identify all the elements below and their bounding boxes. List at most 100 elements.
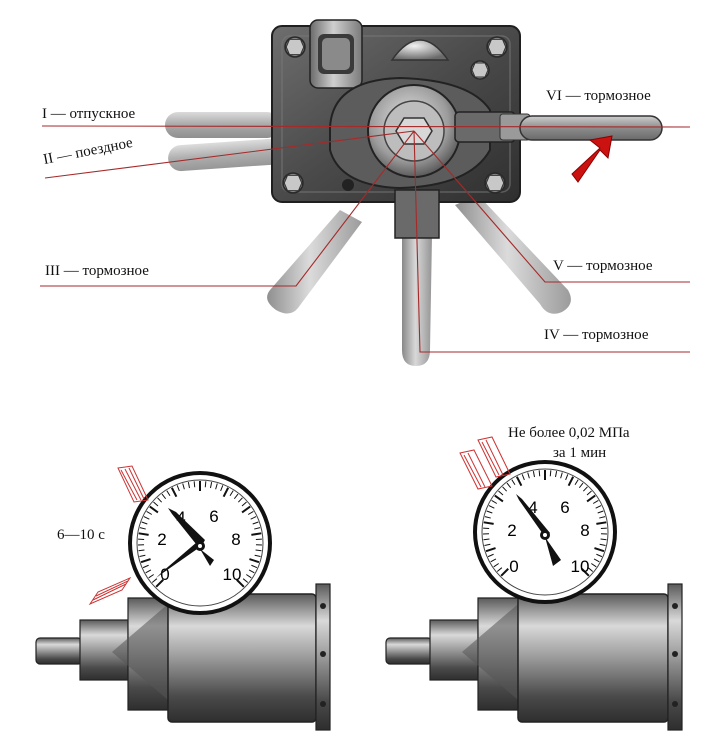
gauge-tick xyxy=(254,554,261,558)
gauge-tick xyxy=(155,579,164,588)
gauge-right-label-2: 2 xyxy=(507,521,516,540)
gauge-tick xyxy=(148,574,154,579)
gauge-tick xyxy=(484,516,491,519)
label-position-4: IV — тормозное xyxy=(544,327,649,343)
gauge-tick xyxy=(496,567,503,572)
gauge-left-pointer-b xyxy=(156,542,200,578)
gauge-tick xyxy=(592,500,599,504)
gauge-ticks-right xyxy=(483,470,607,577)
gauge-tick xyxy=(485,547,496,553)
gauge-tick xyxy=(140,558,151,564)
bolt-mid-right xyxy=(470,60,490,80)
gauge-tick xyxy=(597,510,604,514)
gauge-tick xyxy=(233,493,239,500)
gauge-tick xyxy=(483,538,490,541)
gauge-tick xyxy=(141,521,148,525)
gauge-tick xyxy=(182,483,185,490)
gauge-tick xyxy=(600,538,607,541)
gauge-tick xyxy=(151,578,158,583)
gauge-tick xyxy=(555,471,558,478)
gauge-tick xyxy=(252,521,259,525)
crane-dome xyxy=(390,39,450,61)
gauge-tick xyxy=(236,579,245,588)
gauge-tick xyxy=(578,482,584,489)
gauge-left-label-6: 6 xyxy=(209,507,218,526)
handle-position-6 xyxy=(454,111,663,143)
gauge-tick xyxy=(498,490,504,496)
gauge-tick xyxy=(149,505,159,514)
gauge-tick xyxy=(565,474,569,481)
crane-assembly xyxy=(165,19,663,366)
handle-position-1 xyxy=(165,112,280,138)
gauge-tick xyxy=(511,479,516,485)
gauge-tick xyxy=(255,549,262,552)
pressure-gauge-left: 0 2 4 6 8 10 xyxy=(88,465,272,615)
gauge-tick xyxy=(586,490,592,496)
gauge-tick xyxy=(210,482,213,489)
gauge-tick xyxy=(593,558,600,563)
gauge-tick xyxy=(251,532,262,536)
label-pressure-period: за 1 мин xyxy=(553,445,607,461)
gauge-tick xyxy=(241,501,247,507)
gauge-tick xyxy=(229,490,234,496)
label-pressure-limit: Не более 0,02 МПа xyxy=(508,425,630,441)
reservoir-left xyxy=(35,583,331,731)
gauge-tick xyxy=(515,476,523,487)
gauge-tick xyxy=(249,558,260,564)
gauge-tick xyxy=(502,486,508,492)
gauge-tick xyxy=(138,532,149,536)
gauge-right-label-6: 6 xyxy=(560,498,569,517)
bolt-top-right xyxy=(486,36,508,58)
gauge-tick xyxy=(488,505,495,509)
gauge-tick xyxy=(250,516,257,520)
gauge-tick xyxy=(596,521,607,525)
handle-position-4 xyxy=(402,235,432,366)
gauge-right-pointer xyxy=(516,494,550,537)
gauge-tick xyxy=(157,497,163,503)
gauge-left-label-8: 8 xyxy=(231,530,240,549)
gauge-tick xyxy=(241,505,251,514)
gauge-tick xyxy=(549,470,552,477)
gauge-tick xyxy=(254,527,261,530)
gauge-tick xyxy=(594,547,605,553)
direction-arrow xyxy=(571,135,613,183)
gauge-tick xyxy=(591,563,597,568)
gauge-right-label-4: 4 xyxy=(528,498,537,517)
gauge-tick xyxy=(491,500,498,504)
gauge-right-label-8: 8 xyxy=(580,521,589,540)
gauge-tick xyxy=(595,505,602,509)
gauge-left-label-2: 2 xyxy=(157,530,166,549)
gauge-tick xyxy=(176,485,180,492)
gauge-tick xyxy=(581,568,590,577)
gauge-tick xyxy=(521,474,525,481)
label-position-5: V — тормозное xyxy=(553,258,653,274)
gauge-tick xyxy=(220,485,224,492)
gauge-left-label-10: 10 xyxy=(223,565,242,584)
gauge-tick xyxy=(490,558,497,563)
gauge-tick xyxy=(187,482,190,489)
gauge-tick xyxy=(586,494,596,503)
leader-lines xyxy=(40,125,691,353)
gauge-tick xyxy=(247,511,254,515)
label-position-1: I — отпускное xyxy=(42,106,136,122)
gauge-tick xyxy=(493,563,499,568)
gauge-right-label-0: 0 xyxy=(509,557,518,576)
gauge-tick xyxy=(161,493,167,500)
bolt-bottom-left xyxy=(282,172,304,194)
gauge-tick xyxy=(596,553,603,558)
gauge-tick xyxy=(587,567,594,572)
gauge-tick xyxy=(527,472,530,479)
gauge-left-pointer-a xyxy=(168,508,205,549)
gauge-tick xyxy=(145,569,152,574)
gauge-tick xyxy=(500,568,509,577)
gauge-tick xyxy=(484,543,491,547)
gauge-tick xyxy=(494,494,504,503)
gauge-tick xyxy=(146,511,153,515)
gauge-tick xyxy=(222,487,230,498)
gauge-tick xyxy=(193,481,196,488)
gauge-tick xyxy=(138,549,145,552)
gauge-tick xyxy=(574,479,579,485)
crane-cylinder xyxy=(309,19,363,89)
gauge-tick xyxy=(246,574,252,579)
